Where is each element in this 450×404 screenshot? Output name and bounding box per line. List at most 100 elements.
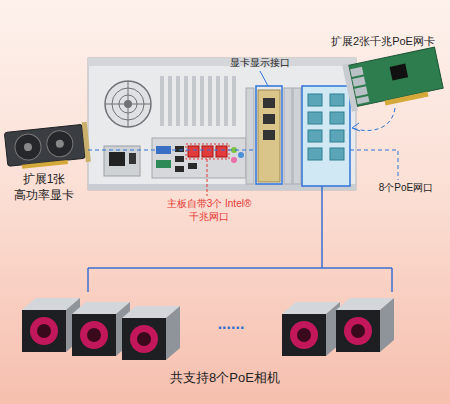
camera-lens (130, 325, 158, 353)
gpu-bracket (258, 90, 280, 182)
vent-hole (184, 76, 188, 126)
usb-port (188, 163, 197, 169)
camera-side (380, 298, 394, 352)
gpu-body (4, 124, 85, 166)
bus-line (391, 268, 393, 292)
port-callout: 显卡显示接口 (222, 56, 298, 69)
ethernet-leader (207, 159, 208, 196)
poe-port (330, 148, 344, 160)
poe-port (330, 94, 344, 106)
camera-side (166, 306, 180, 360)
gpu-port (263, 114, 275, 124)
gpu-fan (46, 129, 75, 158)
ethernet-highlight (186, 144, 229, 159)
poe-ports (308, 94, 344, 160)
poe-port (308, 94, 322, 106)
ellipsis-mark: ...... (196, 314, 266, 335)
bus-line (321, 186, 323, 268)
camera-lens (80, 321, 108, 349)
poe-port (308, 130, 322, 142)
nic-leader (352, 108, 395, 131)
pcie-slot (293, 88, 301, 184)
nic-board (348, 47, 443, 106)
vent-hole (208, 76, 212, 126)
gpu-highlight (256, 86, 282, 184)
gpu-fan-hub (55, 139, 64, 148)
poe-port (308, 112, 322, 124)
gpu-fan (14, 133, 43, 162)
card-callout: 扩展2张千兆PoE网卡 (316, 34, 450, 48)
audio-jack (231, 157, 237, 163)
vent-hole (232, 76, 236, 126)
poe-port (330, 130, 344, 142)
gpu-card (4, 122, 91, 170)
callout-leaders (88, 71, 398, 196)
pcie-slot (246, 88, 254, 184)
bus-line (88, 267, 392, 269)
usb-port (175, 166, 184, 172)
camera (22, 298, 80, 352)
camera (282, 302, 340, 356)
vent-hole (200, 76, 204, 126)
caption-note: 共支持8个PoE相机 (130, 370, 320, 387)
camera-lens-center (37, 324, 51, 338)
bus-line (87, 268, 89, 292)
camera-lens (30, 317, 58, 345)
poe-port (308, 148, 322, 160)
usb-port (175, 156, 184, 162)
nic-port (352, 76, 365, 86)
camera-front (72, 314, 116, 356)
camera-lens-center (137, 332, 151, 346)
vent-hole (216, 76, 220, 126)
vent-hole (168, 76, 172, 126)
ethernet-port (188, 146, 199, 157)
camera-bus (88, 186, 392, 292)
pcie-slots (246, 88, 301, 184)
port-callout: 主板自带3个 Intel®千兆网口 (150, 197, 268, 223)
poe-port (330, 112, 344, 124)
camera (72, 302, 130, 356)
gpu-fan-hub (24, 143, 33, 152)
chassis (88, 58, 356, 190)
camera-front (22, 310, 66, 352)
fan-grille (105, 81, 151, 127)
vent-hole (176, 76, 180, 126)
power-switch (129, 153, 136, 164)
camera-lens (344, 317, 372, 345)
nic-chip (390, 64, 409, 81)
nic-port (354, 86, 367, 96)
gpu-bracket (82, 122, 91, 162)
poe-port-leader (350, 150, 398, 180)
nic-port (350, 67, 363, 77)
poe-card-area (302, 86, 350, 186)
nic-connector (384, 92, 428, 106)
ethernet-port (202, 146, 213, 157)
power-socket (109, 152, 125, 166)
port-callout: 8个PoE网口 (366, 181, 446, 194)
nic-port (356, 96, 369, 104)
chassis-top (88, 58, 356, 66)
camera-front (122, 318, 166, 360)
io-panel (152, 138, 246, 178)
card-callout: 扩展1张 高功率显卡 (12, 172, 76, 203)
vent-hole (224, 76, 228, 126)
serial-port (156, 160, 171, 168)
camera-lens (290, 321, 318, 349)
vent-hole (192, 76, 196, 126)
camera (336, 298, 394, 352)
gpu-leader (88, 150, 256, 151)
camera (122, 306, 180, 360)
gpu-port (263, 98, 275, 108)
audio-jack (238, 152, 244, 158)
vent-holes (160, 76, 236, 126)
fan-grille (128, 81, 129, 127)
gpu-connector (22, 160, 68, 169)
poe-nic-card (342, 45, 444, 112)
camera-lens-center (87, 328, 101, 342)
cameras (22, 298, 394, 360)
camera-front (336, 310, 380, 352)
nic-leader-head (352, 123, 360, 131)
chassis-body (88, 58, 356, 190)
display-leader (260, 71, 268, 86)
